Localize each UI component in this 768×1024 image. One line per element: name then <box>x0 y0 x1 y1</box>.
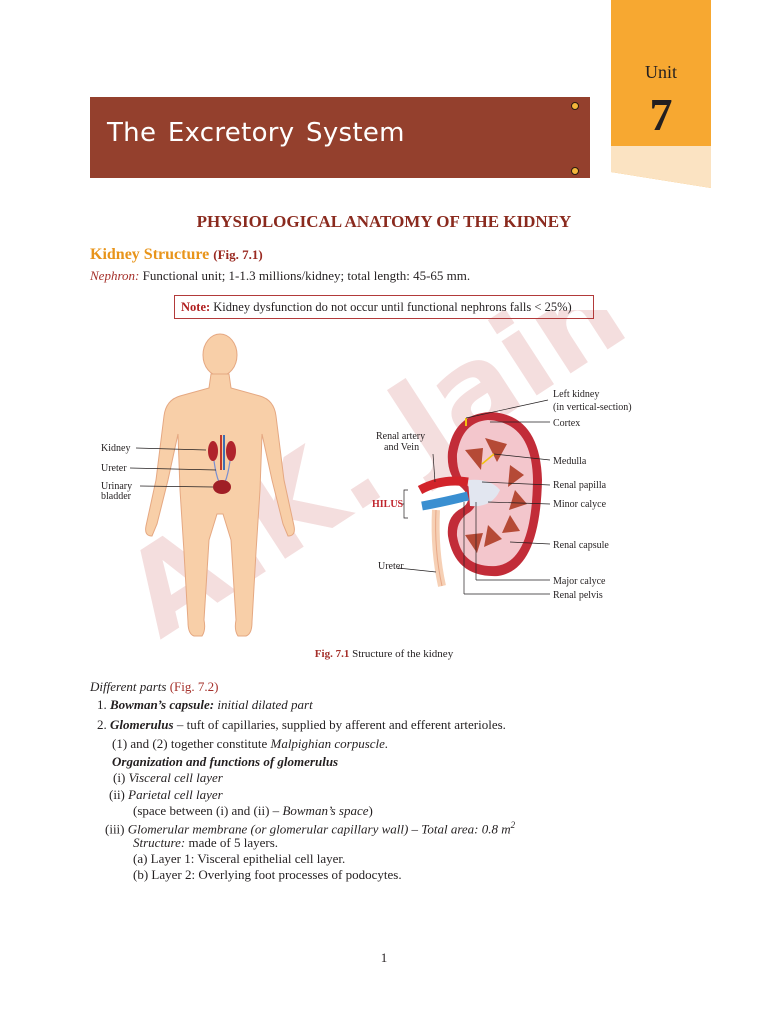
unit-tab <box>611 0 711 188</box>
kidney-figure: Kidney Ureter Urinary bladder <box>101 333 632 637</box>
list-item-glomerulus: 2. Glomerulus – tuft of capillaries, sup… <box>97 717 506 733</box>
label-kidney: Kidney <box>101 443 130 454</box>
space-text-c: ) <box>368 803 373 818</box>
figure-caption-number: Fig. 7.1 <box>314 648 350 660</box>
together-text: (1) and (2) together constitute <box>112 736 271 751</box>
item1-number: 1. <box>97 697 107 712</box>
label-renal-papilla: Renal papilla <box>553 480 607 491</box>
layer-b: (b) Layer 2: Overlying foot processes of… <box>133 867 402 882</box>
different-parts-label: Different parts <box>90 679 167 694</box>
nephron-text: Functional unit; 1-1.3 millions/kidney; … <box>139 268 471 283</box>
structure-line: Structure: made of 5 layers. <box>133 835 278 851</box>
label-renal-artery: Renal artery <box>376 431 425 442</box>
sub-item-ii: (ii) Parietal cell layer <box>109 787 223 803</box>
body-bladder <box>213 480 231 494</box>
list-item-bowman: 1. Bowman’s capsule: initial dilated par… <box>97 697 313 713</box>
label-medulla: Medulla <box>553 456 587 467</box>
sub-item-i: (i) Visceral cell layer <box>113 770 223 786</box>
label-vertical-section: (in vertical-section) <box>553 402 632 413</box>
malpighian-line: (1) and (2) together constitute Malpighi… <box>112 736 388 752</box>
label-ureter-kidney: Ureter <box>378 561 404 572</box>
sub-item-i-text: Visceral cell layer <box>128 770 223 785</box>
note-label: Note: <box>181 300 211 314</box>
figure-caption-text: Structure of the kidney <box>349 648 454 660</box>
label-cortex: Cortex <box>553 418 580 429</box>
sub-item-i-num: (i) <box>113 770 126 785</box>
label-and-vein: and Vein <box>384 442 419 453</box>
item1-text: initial dilated part <box>214 697 313 712</box>
label-major-calyce: Major calyce <box>553 576 606 587</box>
figure-reference: (Fig. 7.1) <box>213 247 263 262</box>
structure-label: Structure: <box>133 835 186 850</box>
label-renal-pelvis: Renal pelvis <box>553 590 603 601</box>
kidney-cross-section <box>417 412 542 587</box>
kidney-structure-heading: Kidney Structure (Fig. 7.1) <box>90 246 263 264</box>
label-bladder: bladder <box>101 491 132 502</box>
sub-item-iii-text: Glomerular membrane (or glomerular capil… <box>127 821 511 837</box>
banner-dot-bottom <box>571 167 579 175</box>
sub-item-iii-num: (iii) <box>105 821 125 837</box>
figure-caption: Fig. 7.1 Structure of the kidney <box>0 648 768 660</box>
label-ureter-body: Ureter <box>101 463 127 474</box>
space-text-a: (space between (i) and (ii) – <box>133 803 283 818</box>
item2-number: 2. <box>97 717 107 732</box>
body-kidneys <box>208 435 236 470</box>
chapter-banner <box>90 97 590 178</box>
human-body-illustration <box>145 333 295 637</box>
kidney-structure-title: Kidney Structure <box>90 246 210 263</box>
bowman-space-term: Bowman’s space <box>282 803 369 818</box>
sub-item-iii: (iii) Glomerular membrane (or glomerular… <box>105 820 515 837</box>
different-parts-line: Different parts (Fig. 7.2) <box>90 679 218 695</box>
organization-heading: Organization and functions of glomerulus <box>112 754 339 769</box>
item2-term: Glomerulus <box>110 717 174 732</box>
label-minor-calyce: Minor calyce <box>553 499 607 510</box>
label-renal-capsule: Renal capsule <box>553 540 609 551</box>
label-hilus: HILUS <box>372 499 404 510</box>
structure-text: made of 5 layers. <box>185 835 279 850</box>
section-heading: PHYSIOLOGICAL ANATOMY OF THE KIDNEY <box>196 212 572 231</box>
bowman-space-line: (space between (i) and (ii) – Bowman’s s… <box>133 803 373 819</box>
nephron-line: Nephron: Functional unit; 1-1.3 millions… <box>90 268 470 284</box>
sub-item-ii-num: (ii) <box>109 787 125 802</box>
label-left-kidney: Left kidney <box>553 389 599 400</box>
unit-number: 7 <box>649 89 673 140</box>
note-box: Note: Kidney dysfunction do not occur un… <box>174 295 594 319</box>
note-text: Kidney dysfunction do not occur until fu… <box>210 300 572 314</box>
banner-dot-top <box>571 102 579 110</box>
chapter-title: The Excretory System <box>107 118 405 148</box>
layer-a: (a) Layer 1: Visceral epithelial cell la… <box>133 851 346 866</box>
malpighian-term: Malpighian corpuscle. <box>270 736 389 751</box>
item2-text: – tuft of capillaries, supplied by affer… <box>173 717 506 732</box>
sub-item-ii-text: Parietal cell layer <box>128 787 223 802</box>
page-number: 1 <box>380 950 388 965</box>
sub-item-iii-sup: 2 <box>510 820 516 830</box>
label-urinary: Urinary <box>101 481 132 492</box>
unit-label: Unit <box>644 62 677 82</box>
different-parts-ref: (Fig. 7.2) <box>169 679 219 694</box>
item1-term: Bowman’s capsule: <box>110 697 215 712</box>
nephron-label: Nephron: <box>90 268 140 283</box>
